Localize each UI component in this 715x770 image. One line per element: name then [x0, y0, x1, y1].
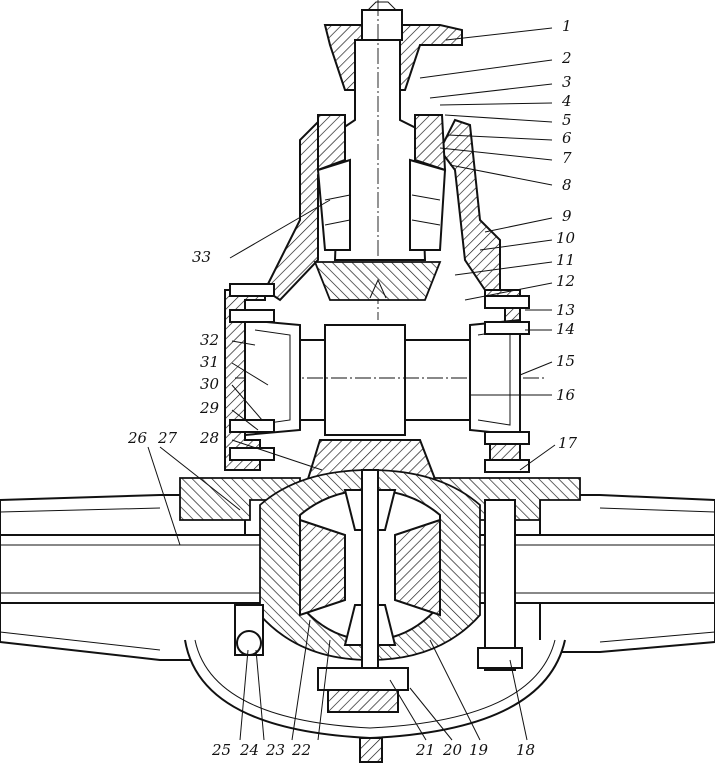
callout-30: 30 [200, 375, 220, 393]
drain-plug [359, 737, 383, 763]
callouts-right: 1 2 3 4 5 6 7 8 9 10 11 12 13 14 15 16 1… [556, 17, 578, 452]
callout-6: 6 [562, 129, 572, 147]
left-hub-nut [234, 604, 264, 656]
callout-24: 24 [239, 741, 259, 759]
callout-10: 10 [556, 229, 576, 247]
callout-23: 23 [265, 741, 285, 759]
callout-12: 12 [556, 272, 575, 290]
callout-25: 25 [211, 741, 231, 759]
callouts-bottom: 25 24 23 22 21 20 19 18 [211, 741, 535, 759]
callout-7: 7 [562, 149, 572, 167]
callout-18: 18 [516, 741, 535, 759]
callout-11: 11 [556, 251, 575, 269]
callout-4: 4 [561, 92, 572, 110]
callout-1: 1 [562, 17, 572, 35]
callout-leaders [147, 27, 556, 741]
callout-19: 19 [469, 741, 489, 759]
callout-31: 31 [200, 353, 219, 371]
differential-pinions [343, 469, 397, 671]
pinion-bearing-upper [317, 114, 447, 172]
callout-22: 22 [291, 741, 311, 759]
callout-26: 26 [127, 429, 148, 447]
callout-33: 33 [192, 248, 211, 266]
callout-20: 20 [442, 741, 463, 759]
callout-2: 2 [561, 49, 572, 67]
callout-32: 32 [200, 331, 219, 349]
callout-27: 27 [157, 429, 178, 447]
callout-21: 21 [415, 741, 435, 759]
callout-16: 16 [556, 386, 576, 404]
callout-29: 29 [199, 399, 220, 417]
right-shaft-bearing [469, 318, 521, 437]
callout-14: 14 [556, 320, 575, 338]
callout-5: 5 [562, 111, 572, 129]
callout-3: 3 [562, 73, 572, 91]
pinion-bearing-lower [316, 158, 447, 251]
differential-side-gears [299, 518, 441, 617]
callout-8: 8 [562, 176, 572, 194]
cover-stud [477, 499, 523, 671]
right-cover-bolts [484, 295, 530, 473]
callout-13: 13 [556, 301, 575, 319]
callout-17: 17 [558, 434, 578, 452]
left-shaft-bearing [244, 318, 301, 437]
left-cover-bolts [229, 283, 275, 461]
pinion-shaft [333, 0, 427, 320]
callout-15: 15 [556, 352, 575, 370]
callouts-left: 33 32 31 30 29 28 26 27 [127, 248, 220, 447]
callout-9: 9 [562, 207, 572, 225]
callout-28: 28 [199, 429, 219, 447]
